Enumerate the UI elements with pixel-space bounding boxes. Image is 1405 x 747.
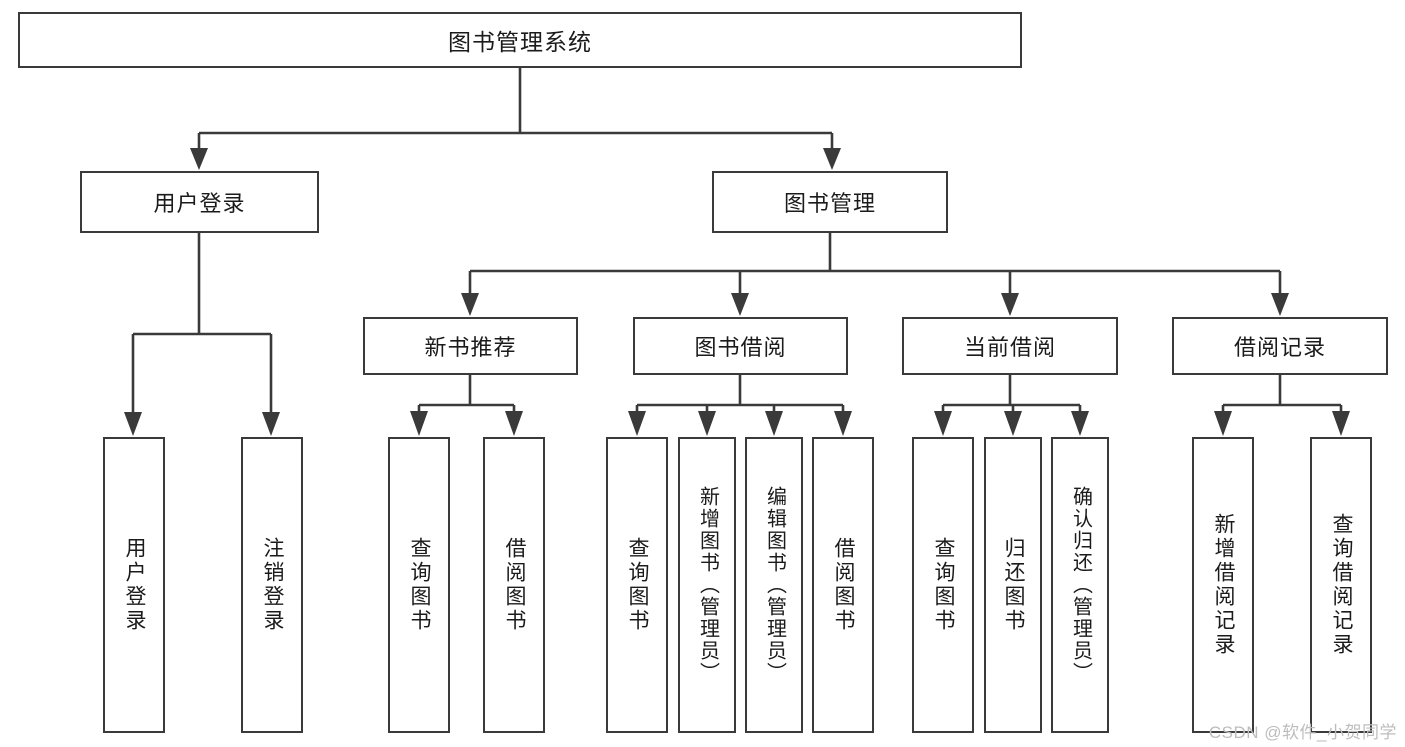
leaf-add-borrow-record[interactable]: 新增借阅记录 xyxy=(1192,437,1254,733)
leaf-query-book-current[interactable]: 查询图书 xyxy=(912,437,974,733)
arrowhead-current-leaf-2 xyxy=(1004,411,1022,436)
leaf-borrow-book[interactable]: 借阅图书 xyxy=(812,437,874,733)
leaf-return-book[interactable]: 归还图书 xyxy=(984,437,1042,733)
leaf-add-book-admin[interactable]: 新增图书（管理员） xyxy=(678,437,736,733)
arrowhead-borrow-leaf-4 xyxy=(834,411,852,436)
watermark-text: CSDN @软件_小贺同学 xyxy=(1208,723,1397,742)
node-root[interactable]: 图书管理系统 xyxy=(18,12,1022,68)
leaf-borrow-book-newbook[interactable]: 借阅图书 xyxy=(483,437,545,733)
node-user-login[interactable]: 用户登录 xyxy=(80,171,319,233)
arrowhead-borrow-leaf-3 xyxy=(765,411,783,436)
arrowhead-login xyxy=(190,148,208,170)
leaf-query-borrow-record[interactable]: 查询借阅记录 xyxy=(1310,437,1372,733)
arrowhead-login-leaf-2 xyxy=(262,412,280,436)
arrowhead-current-leaf-1 xyxy=(934,411,952,436)
arrowhead-borrow xyxy=(731,293,749,316)
node-borrow-record[interactable]: 借阅记录 xyxy=(1172,317,1388,375)
arrowhead-record xyxy=(1271,293,1289,316)
leaf-user-login[interactable]: 用户登录 xyxy=(103,437,165,733)
arrowhead-record-leaf-1 xyxy=(1214,411,1232,436)
node-book-borrow[interactable]: 图书借阅 xyxy=(633,317,848,375)
leaf-edit-book-admin[interactable]: 编辑图书（管理员） xyxy=(745,437,803,733)
leaf-query-book-newbook[interactable]: 查询图书 xyxy=(388,437,450,733)
arrowhead-record-leaf-2 xyxy=(1332,411,1350,436)
leaf-logout[interactable]: 注销登录 xyxy=(241,437,303,733)
arrowhead-login-leaf-1 xyxy=(124,412,142,436)
leaf-confirm-return-admin[interactable]: 确认归还（管理员） xyxy=(1051,437,1109,733)
arrowhead-newbook-leaf-1 xyxy=(410,411,428,436)
arrowhead-newbook-leaf-2 xyxy=(505,411,523,436)
arrowhead-current xyxy=(1001,293,1019,316)
leaf-query-book-borrow[interactable]: 查询图书 xyxy=(606,437,668,733)
arrowhead-borrow-leaf-1 xyxy=(628,411,646,436)
node-new-book-recommend[interactable]: 新书推荐 xyxy=(363,317,578,375)
node-book-management[interactable]: 图书管理 xyxy=(712,171,948,233)
arrowhead-current-leaf-3 xyxy=(1071,411,1089,436)
node-current-borrow[interactable]: 当前借阅 xyxy=(902,317,1118,375)
arrowhead-newbook xyxy=(461,293,479,316)
arrowhead-borrow-leaf-2 xyxy=(698,411,716,436)
arrowhead-bookmgmt xyxy=(823,148,841,170)
